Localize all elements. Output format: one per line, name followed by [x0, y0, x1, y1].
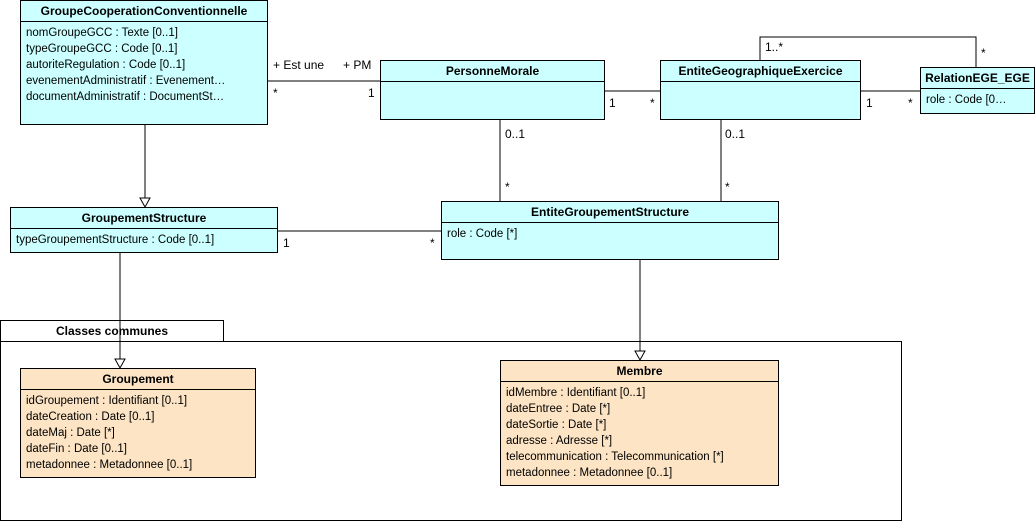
assoc-ege-self [759, 36, 977, 67]
attribute: evenementAdministratif : Evenement… [26, 75, 226, 87]
multiplicity: * [725, 180, 730, 194]
attribute: idMembre : Identifiant [0..1] [506, 387, 646, 399]
attribute: autoriteRegulation : Code [0..1] [26, 59, 186, 71]
attribute: dateEntree : Date [*] [506, 403, 611, 415]
multiplicity: * [430, 236, 435, 250]
attribute: typeGroupementStructure : Code [0..1] [16, 234, 215, 246]
attribute: dateSortie : Date [*] [506, 419, 607, 431]
class-name: RelationEGE_EGE [921, 68, 1034, 89]
class-name: EntiteGeographiqueExercice [661, 61, 860, 82]
attribute: nomGroupeGCC : Texte [0..1] [26, 27, 178, 39]
class-gcc[interactable]: GroupeCooperationConventionnelle nomGrou… [20, 0, 268, 125]
multiplicity: * [650, 96, 655, 110]
multiplicity: 1 [866, 96, 873, 110]
multiplicity: 1 [609, 96, 616, 110]
class-relation-ege-ege[interactable]: RelationEGE_EGE role : Code [0… [920, 67, 1035, 114]
multiplicity: * [981, 46, 986, 60]
multiplicity: 1 [368, 86, 375, 100]
class-name: EntiteGroupementStructure [442, 202, 778, 223]
attribute: typeGroupeGCC : Code [0..1] [26, 43, 178, 55]
multiplicity: 0..1 [505, 127, 526, 141]
dep-arrowhead-membre [634, 350, 646, 362]
attribute: telecommunication : Telecommunication [*… [506, 451, 724, 463]
class-groupement-structure[interactable]: GroupementStructure typeGroupementStruct… [10, 207, 278, 253]
attribute: role : Code [0… [926, 94, 1007, 106]
class-name: Groupement [21, 369, 255, 390]
multiplicity: * [505, 180, 510, 194]
class-personne-morale[interactable]: PersonneMorale [380, 60, 605, 120]
gen-arrowhead [139, 197, 151, 209]
class-entite-groupement-structure[interactable]: EntiteGroupementStructure role : Code [*… [441, 201, 779, 260]
attribute: dateFin : Date [0..1] [26, 443, 128, 455]
role-label-est-une: + Est une [273, 58, 325, 72]
package-tab: Classes communes [0, 320, 224, 341]
multiplicity: 1 [283, 236, 290, 250]
role-label-pm: + PM [343, 58, 372, 72]
attribute: metadonnee : Metadonnee [0..1] [26, 459, 193, 471]
attribute: metadonnee : Metadonnee [0..1] [506, 467, 673, 479]
class-groupement[interactable]: Groupement idGroupement : Identifiant [0… [20, 368, 256, 478]
multiplicity: * [273, 86, 278, 100]
class-entite-geographique-exercice[interactable]: EntiteGeographiqueExercice [660, 60, 861, 120]
attribute: dateCreation : Date [0..1] [26, 411, 155, 423]
attribute: idGroupement : Identifiant [0..1] [26, 395, 188, 407]
attribute: documentAdministratif : DocumentSt… [26, 91, 225, 103]
attribute: dateMaj : Date [*] [26, 427, 115, 439]
dep-arrowhead-groupement [114, 358, 126, 370]
multiplicity: 0..1 [725, 127, 746, 141]
class-membre[interactable]: Membre idMembre : Identifiant [0..1] dat… [500, 360, 779, 486]
class-name: GroupeCooperationConventionnelle [21, 1, 267, 22]
multiplicity: 1..* [765, 40, 784, 54]
class-name: PersonneMorale [381, 61, 604, 82]
attribute: adresse : Adresse [*] [506, 435, 613, 447]
class-name: Membre [501, 361, 778, 382]
multiplicity: * [908, 96, 913, 110]
attribute: role : Code [*] [447, 228, 518, 240]
class-name: GroupementStructure [11, 208, 277, 229]
